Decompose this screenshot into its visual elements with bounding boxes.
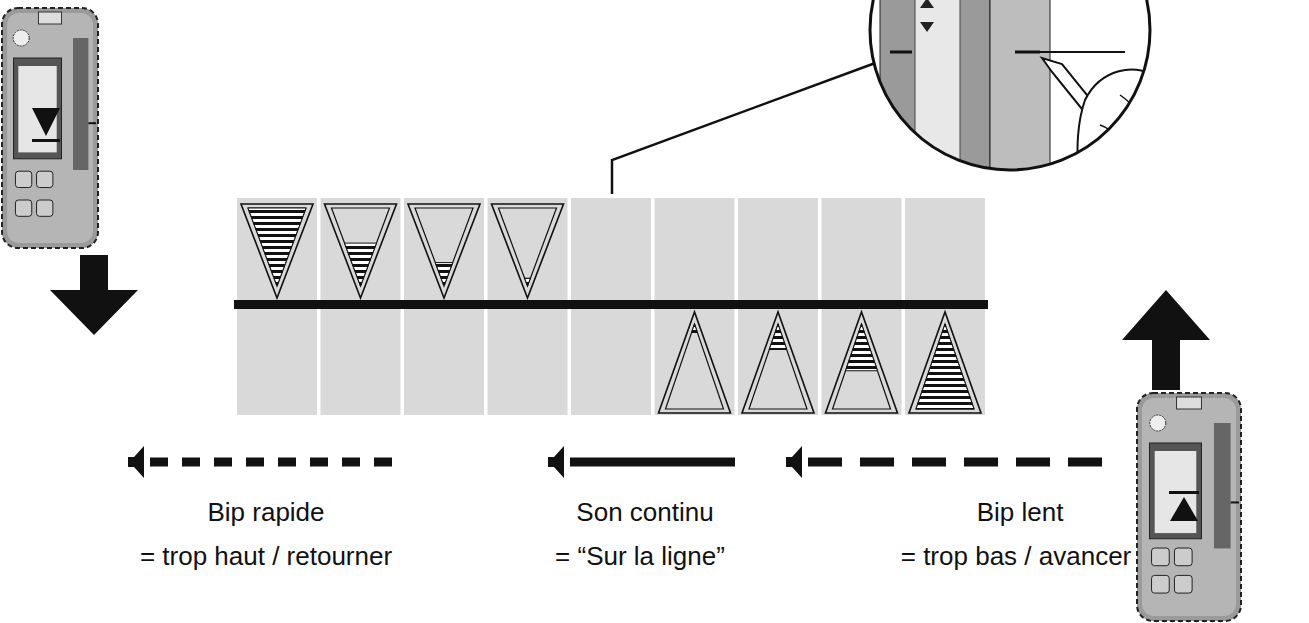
device-button (15, 171, 31, 187)
signal-name: Son continu (576, 497, 713, 527)
display-panel (568, 198, 654, 415)
signal-meaning: = trop haut / retourner (140, 541, 392, 571)
magnifier-rim (870, 0, 1150, 170)
display-panel (401, 198, 487, 415)
display-panel (485, 198, 571, 415)
device-housing (2, 8, 98, 248)
device-button (1174, 548, 1192, 566)
slow-beep-line (808, 458, 1105, 467)
center-mark (1231, 501, 1239, 503)
pencil-line (1040, 51, 1125, 53)
level-bar (902, 300, 988, 309)
level-fill (692, 324, 698, 333)
level-bar (318, 300, 404, 309)
level-bar (735, 300, 821, 309)
down-triangle (408, 204, 480, 298)
speaker-icon (128, 446, 144, 478)
display-panel (318, 198, 404, 415)
hand-fingers (1100, 95, 1150, 160)
level-fill (525, 278, 531, 286)
move-down-arrow (50, 255, 138, 335)
magnifier (870, 0, 1196, 200)
level-fill (769, 324, 786, 350)
move-up-arrow (1122, 290, 1210, 390)
display-panel (652, 198, 738, 415)
hand (1078, 70, 1196, 180)
up-triangle-inner (833, 324, 891, 409)
up-triangle (659, 312, 731, 413)
screen-line (32, 139, 60, 142)
signal-meaning: = “Sur la ligne” (555, 541, 725, 571)
up-triangle-inner (916, 324, 974, 409)
speaker-icon (548, 446, 564, 478)
device-logo (38, 12, 61, 24)
detection-window (1214, 423, 1231, 548)
leader-line (612, 62, 878, 194)
screen-line (1169, 491, 1199, 494)
center-mark (88, 122, 96, 124)
level-bar (401, 300, 487, 309)
device-face (7, 13, 93, 243)
level-bar (485, 300, 571, 309)
signal-name: Bip rapide (207, 497, 324, 527)
up-triangle (742, 312, 814, 413)
device-button (15, 200, 31, 216)
speaker-icon (786, 446, 802, 478)
screen-frame (14, 58, 62, 159)
up-triangle (909, 312, 981, 413)
continuous-tone-line (570, 458, 735, 467)
sensor-icon (13, 30, 29, 46)
display-panel (735, 198, 821, 415)
display-panel (234, 198, 320, 415)
screen-symbol (920, 0, 934, 32)
display-panel (902, 198, 988, 415)
down-triangle-inner (415, 208, 473, 286)
device-button (37, 200, 53, 216)
sensor-icon (1150, 415, 1166, 431)
screen-frame (1149, 443, 1201, 539)
level-bar (652, 300, 738, 309)
device-button (1152, 548, 1170, 566)
level-fill (345, 243, 377, 286)
detection-window (73, 38, 88, 170)
device-side (880, 0, 990, 200)
level-fill (248, 208, 306, 286)
device-face (1142, 398, 1236, 616)
display-panel (819, 198, 905, 415)
mark-line (1015, 51, 1040, 54)
device-button (37, 171, 53, 187)
level-fill (435, 263, 452, 286)
level-bar (819, 300, 905, 309)
up-triangle-inner (666, 324, 724, 409)
level-fill (846, 324, 878, 371)
up-triangle (826, 312, 898, 413)
receiver-device (1137, 393, 1241, 621)
level-bar (568, 300, 654, 309)
screen-arrow-up (1170, 497, 1198, 521)
down-triangle-inner (499, 208, 557, 286)
mark-line (890, 51, 912, 54)
down-triangle-inner (332, 208, 390, 286)
fast-beep-line (150, 458, 405, 467)
signal-meaning: = trop bas / avancer (901, 541, 1132, 571)
down-triangle-inner (248, 208, 306, 286)
receiver-device (2, 8, 98, 248)
screen-arrow-down (32, 108, 60, 136)
down-triangle (325, 204, 397, 298)
level-bar (234, 300, 320, 309)
device-button (1174, 575, 1192, 593)
up-triangle-inner (749, 324, 807, 409)
down-triangle (241, 204, 313, 298)
device-housing (1137, 393, 1241, 621)
signal-name: Bip lent (977, 497, 1064, 527)
device-logo (1177, 397, 1202, 409)
device-button (1152, 575, 1170, 593)
down-triangle (492, 204, 564, 298)
device-screen-edge (915, 0, 960, 200)
level-fill (916, 324, 974, 409)
